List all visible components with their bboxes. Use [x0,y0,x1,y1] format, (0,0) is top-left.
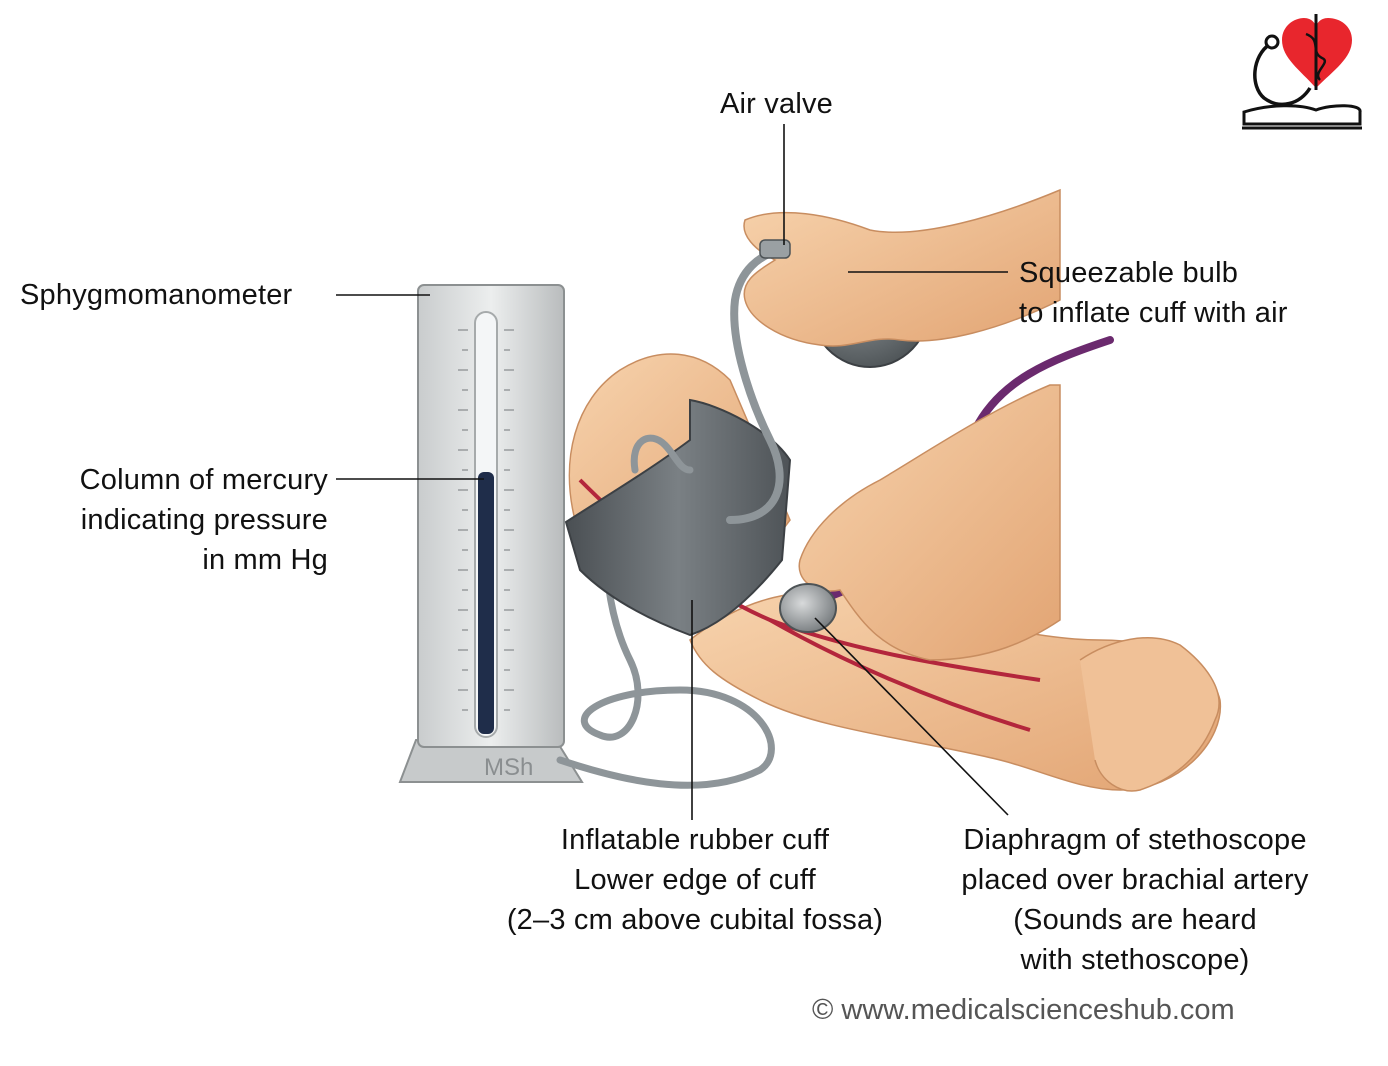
label-mercury-line-3: in mm Hg [202,544,328,576]
patient-hand [1079,637,1220,792]
label-mercury-line-2: indicating pressure [80,504,328,536]
cuff-tube-loop [630,434,694,474]
label-bulb-line-2: to inflate cuff with air [1019,297,1288,329]
label-steth-line-1: Diaphragm of stethoscope [963,824,1307,856]
label-steth-line-3: (Sounds are heard [1013,904,1257,936]
leader-steth [814,617,1009,816]
leader-lines [336,124,1009,820]
label-air-valve-text: Air valve [720,88,833,120]
copyright-notice: © www.medicalscienceshub.com [812,994,1235,1026]
label-bulb-line-1: Squeezable bulb [1019,257,1239,289]
radial-artery [769,618,1031,732]
stethoscope-diaphragm [779,583,837,633]
meter-scale-right [504,329,514,711]
heart-stethoscope-book-logo [1242,14,1362,130]
bulb-tube [726,246,784,524]
operator-hand-top [743,188,1061,347]
meter-tube [556,496,775,789]
rubber-cuff [564,398,792,637]
air-valve-fitting [759,239,791,259]
mercury-column [478,472,494,734]
label-steth-line-2: placed over brachial artery [961,864,1309,896]
label-cuff-line-1: Inflatable rubber cuff [560,824,830,856]
label-mercury-column: Column of mercury indicating pressure in… [20,460,328,580]
sphygmomanometer: MSh [398,284,584,783]
label-stethoscope-diaphragm: Diaphragm of stethoscope placed over bra… [930,820,1340,980]
device-mark: MSh [484,754,533,781]
meter-scale-left [458,329,468,711]
label-squeezable-bulb: Squeezable bulb to inflate cuff with air [1019,253,1288,333]
label-sphygmomanometer-text: Sphygmomanometer [20,279,293,311]
label-cuff-line-2: Lower edge of cuff [574,864,816,896]
label-rubber-cuff: Inflatable rubber cuff Lower edge of cuf… [480,820,910,940]
label-air-valve: Air valve [720,84,833,124]
label-cuff-line-3: (2–3 cm above cubital fossa) [506,904,884,936]
label-mercury-line-1: Column of mercury [79,464,328,496]
label-sphygmomanometer: Sphygmomanometer [20,275,292,315]
label-steth-line-4: with stethoscope) [1020,944,1250,976]
